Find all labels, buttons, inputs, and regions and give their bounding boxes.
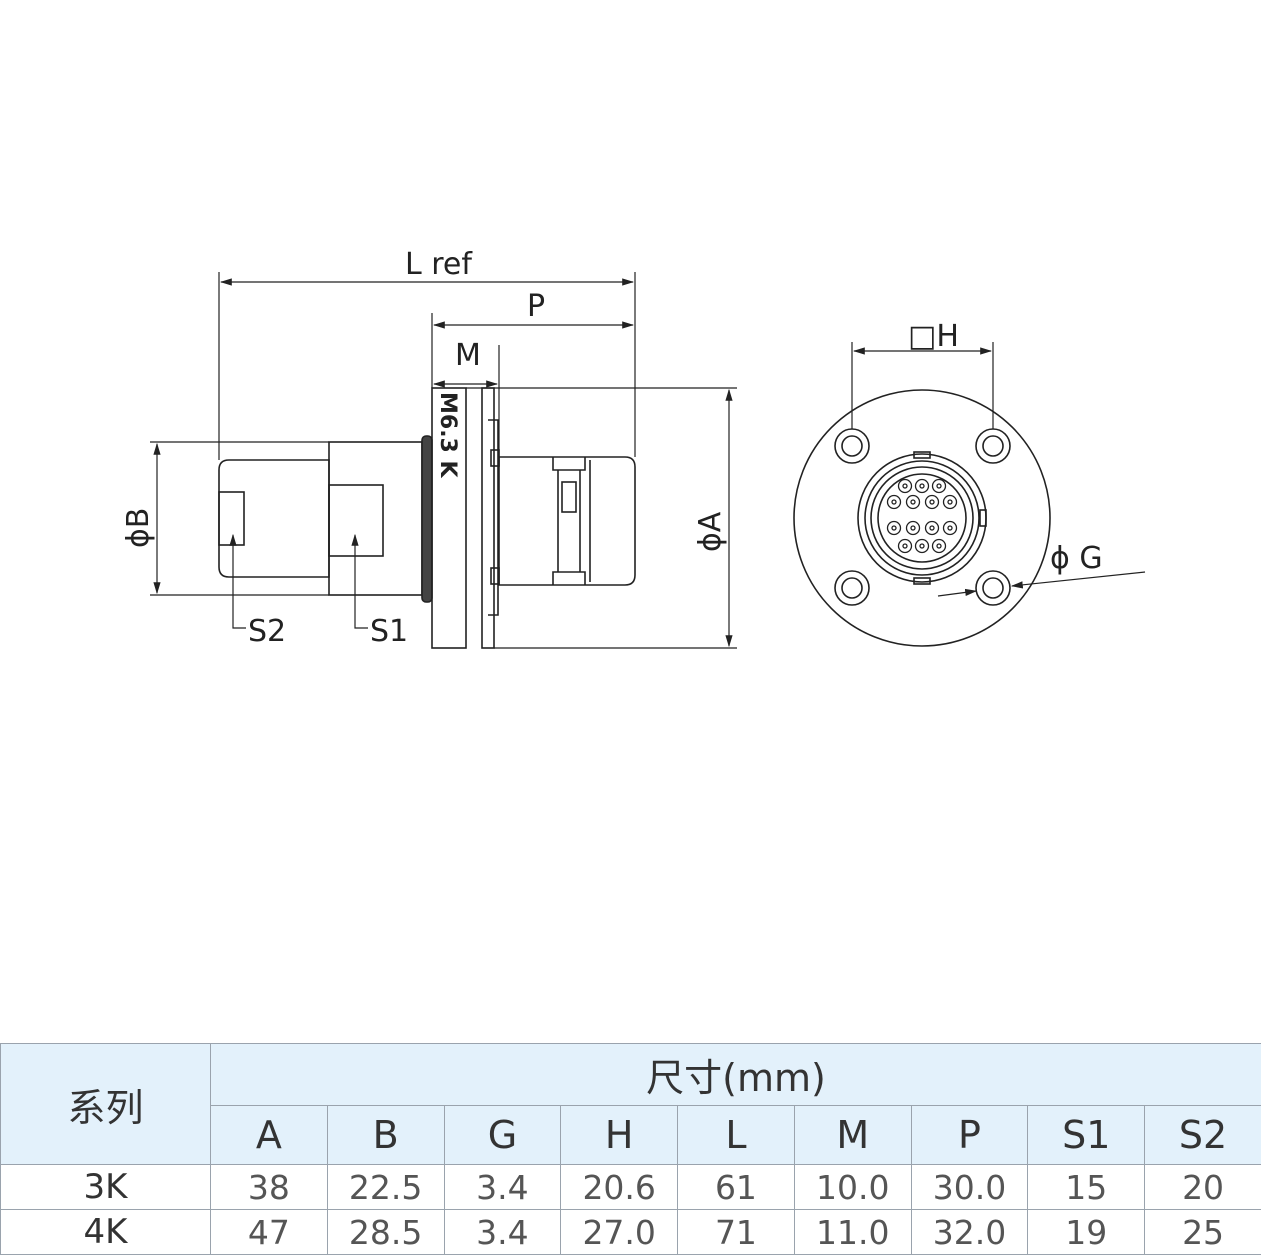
l-ref-label: L ref xyxy=(405,247,473,282)
receptacle-latch xyxy=(552,457,586,585)
rear-cap xyxy=(218,459,330,578)
p-label: P xyxy=(527,289,545,324)
receptacle-body xyxy=(498,456,636,586)
rear-cap-window xyxy=(218,491,245,546)
phi-g-label: ϕ G xyxy=(1050,541,1103,576)
nut-body xyxy=(328,441,423,596)
s2-leader xyxy=(229,533,246,629)
receptacle-key xyxy=(561,481,577,513)
table-row: 3K 38 22.5 3.4 20.6 61 10.0 30.0 15 20 xyxy=(0,1164,1261,1210)
phi-a-label: ϕA xyxy=(693,511,728,552)
column-header: L xyxy=(677,1104,795,1165)
table-cell: 11.0 xyxy=(793,1209,912,1255)
column-header: S2 xyxy=(1144,1104,1261,1165)
table-cell: 20.6 xyxy=(560,1164,679,1210)
column-header: M xyxy=(793,1104,912,1165)
mount-hole-top-left-inner xyxy=(841,435,863,457)
s2-label: S2 xyxy=(248,614,286,649)
table-cell: 30.0 xyxy=(910,1164,1029,1210)
table-cell: 22.5 xyxy=(326,1164,445,1210)
insert-face xyxy=(877,473,967,563)
o-ring xyxy=(421,435,433,603)
series-name: 3K xyxy=(0,1164,211,1210)
table-cell: 32.0 xyxy=(910,1209,1029,1255)
m-label: M xyxy=(455,338,481,373)
table-cell: 25 xyxy=(1144,1209,1261,1255)
mount-hole-bottom-left-outer xyxy=(834,570,870,606)
mount-hole-top-right-outer xyxy=(975,428,1011,464)
front-dimensions xyxy=(851,342,1146,597)
connector-dimension-drawing: M6.3 K L ref P M ϕB ϕA S1 S2 xyxy=(121,247,1146,649)
nut-body-flat xyxy=(328,484,384,557)
series-name: 4K xyxy=(0,1209,211,1255)
series-header: 系列 xyxy=(0,1043,211,1165)
column-header: A xyxy=(210,1104,328,1165)
table-cell: 71 xyxy=(677,1209,795,1255)
receptacle-ring-2 xyxy=(864,460,980,576)
nut-marking: M6.3 K xyxy=(435,392,460,479)
column-header: P xyxy=(910,1104,1029,1165)
contact-pins xyxy=(886,478,958,554)
panel-nut xyxy=(431,387,467,649)
side-view xyxy=(218,387,636,649)
column-header: H xyxy=(560,1104,679,1165)
key-bottom xyxy=(913,577,931,585)
dimensions-group-header: 尺寸(mm) xyxy=(209,1043,1261,1106)
table-cell: 3.4 xyxy=(443,1164,562,1210)
mount-hole-bottom-right-outer xyxy=(975,570,1011,606)
g-leader-line xyxy=(1010,571,1146,589)
mount-hole-top-right-inner xyxy=(982,435,1004,457)
key-top xyxy=(913,451,931,459)
table-cell: 27.0 xyxy=(560,1209,679,1255)
g-leader-tail xyxy=(937,588,978,597)
table-cell: 38 xyxy=(210,1164,328,1210)
table-cell: 20 xyxy=(1144,1164,1261,1210)
side-dimensions xyxy=(150,272,737,649)
table-cell: 28.5 xyxy=(326,1209,445,1255)
table-cell: 47 xyxy=(210,1209,328,1255)
dimension-table: 系列 尺寸(mm) A B G H L M P S1 S2 3K 38 22.5… xyxy=(0,1043,1261,1255)
key-right xyxy=(979,509,987,527)
insert-ring xyxy=(870,466,974,570)
mount-hole-bottom-left-inner xyxy=(841,577,863,599)
column-header: B xyxy=(326,1104,445,1165)
s1-leader xyxy=(351,533,368,629)
table-cell: 15 xyxy=(1027,1164,1146,1210)
s1-label: S1 xyxy=(370,614,408,649)
square-h-label: □H xyxy=(908,319,959,354)
phi-b-label: ϕB xyxy=(121,508,156,548)
flange-outline xyxy=(793,389,1051,647)
mount-hole-top-left-outer xyxy=(834,428,870,464)
mount-hole-bottom-right-inner xyxy=(982,577,1004,599)
flange xyxy=(481,387,495,649)
front-view xyxy=(793,389,1051,647)
table-cell: 61 xyxy=(677,1164,795,1210)
column-header: G xyxy=(443,1104,562,1165)
table-cell: 19 xyxy=(1027,1209,1146,1255)
table-row: 4K 47 28.5 3.4 27.0 71 11.0 32.0 19 25 xyxy=(0,1209,1261,1255)
table-cell: 10.0 xyxy=(793,1164,912,1210)
table-cell: 3.4 xyxy=(443,1209,562,1255)
column-header: S1 xyxy=(1027,1104,1146,1165)
flange-detail xyxy=(488,419,499,616)
